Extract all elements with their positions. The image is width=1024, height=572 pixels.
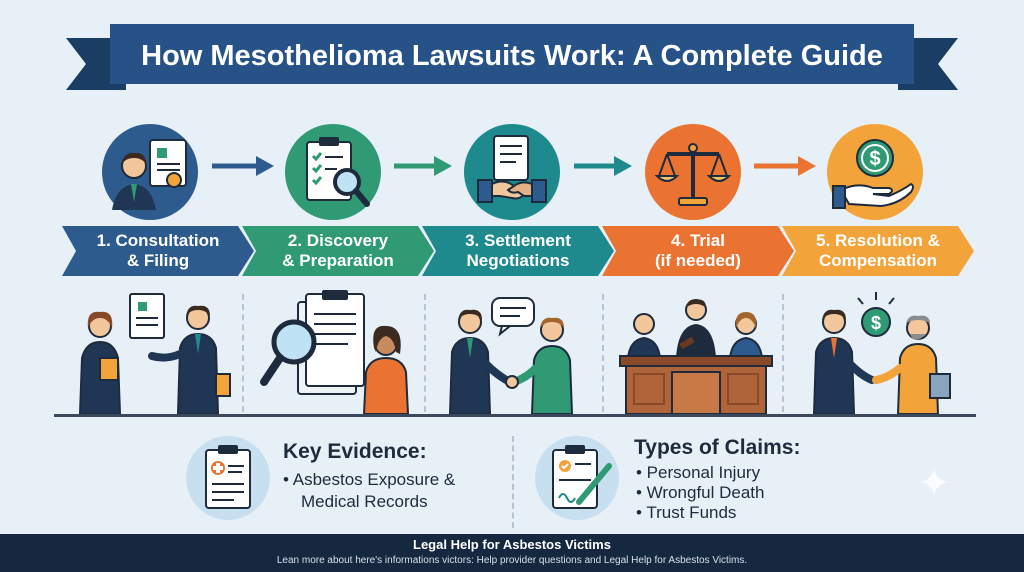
step-5-banner [782,226,974,276]
step-3-banner [422,226,614,276]
svg-text:$: $ [869,148,880,170]
scales-of-justice-icon [645,124,741,220]
svg-text:$: $ [871,313,881,333]
ground-line [54,414,976,417]
arrow-right-icon [574,156,632,176]
key-evidence-line: • Asbestos Exposure & [283,470,456,489]
medical-clipboard-icon [186,436,270,520]
step-4-label: 4. Trial (if needed) [655,231,741,270]
step-2-banner [242,226,434,276]
handshake-icon [464,124,560,220]
resolution-scene: $ [812,292,951,415]
types-of-claims-title: Types of Claims: [634,436,801,459]
divider [424,294,426,412]
claim-type-item: • Trust Funds [636,503,737,522]
key-evidence-line: Medical Records [301,492,428,511]
lawyer-documents-icon [102,124,198,220]
claim-type-item: • Wrongful Death [636,483,765,502]
step-3-label: 3. Settlement Negotiations [465,231,571,270]
arrow-right-icon [212,156,274,176]
footer [0,534,1024,572]
arrow-right-icon [754,156,816,176]
key-evidence-title: Key Evidence: [283,440,427,463]
step-5-label: 5. Resolution & Compensation [816,231,940,270]
divider [782,294,784,412]
footer-title: Legal Help for Asbestos Victims [413,537,611,552]
footer-subtitle: Lean more about here's informations vict… [276,555,748,566]
discovery-scene [260,290,410,415]
signed-clipboard-icon [535,436,619,520]
divider [602,294,604,412]
courtroom-scene [619,299,773,415]
step-1-banner [62,226,254,276]
divider [512,436,514,528]
checklist-magnifier-icon [285,124,381,220]
hand-money-icon: $ [827,124,923,220]
step-1-label: 1. Consultation & Filing [96,231,220,270]
negotiation-scene [448,297,574,415]
title-ribbon [66,24,958,90]
sparkle-icon [920,468,948,496]
consultation-scene [78,293,231,415]
arrow-right-icon [394,156,452,176]
page-title: How Mesothelioma Lawsuits Work: A Comple… [141,39,883,72]
step-2-label: 2. Discovery & Preparation [282,231,394,270]
claim-type-item: • Personal Injury [636,463,761,482]
step-4-banner [602,226,794,276]
divider [242,294,244,412]
